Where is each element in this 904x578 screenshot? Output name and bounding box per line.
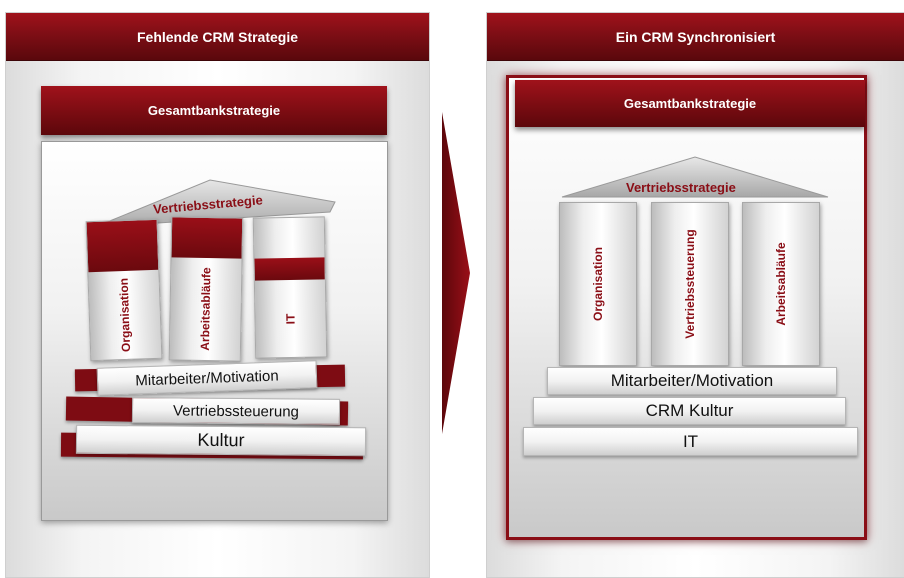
right-pillar-vertriebssteuerung: Vertriebssteuerung	[651, 202, 729, 366]
right-step-mitarbeiter: Mitarbeiter/Motivation	[547, 367, 837, 395]
right-step-it-label: IT	[682, 431, 699, 451]
right-pillar-organisation-label: Organisation	[591, 246, 605, 322]
left-step-vertriebssteuerung: Vertriebssteuerung	[131, 397, 341, 425]
transition-arrow-icon	[442, 112, 470, 434]
left-pillar-organisation: Organisation	[85, 218, 163, 362]
left-pillar-arbeitsablaeufe: Arbeitsabläufe	[168, 216, 244, 362]
right-step-mitarbeiter-label: Mitarbeiter/Motivation	[610, 371, 774, 390]
left-pillar-it-label: IT	[283, 313, 298, 324]
left-step-mitarbeiter-label: Mitarbeiter/Motivation	[135, 367, 279, 389]
right-step-crm-kultur-label: CRM Kultur	[645, 401, 734, 420]
left-pillar-it: IT	[252, 216, 328, 359]
right-roof-label: Vertriebsstrategie	[626, 180, 736, 195]
right-roof	[561, 156, 829, 198]
right-step-crm-kultur: CRM Kultur	[533, 397, 846, 425]
right-gesamtbank-bar: Gesamtbankstrategie	[515, 80, 865, 127]
left-step-kultur: Kultur	[75, 424, 367, 457]
left-panel-header: Fehlende CRM Strategie	[6, 13, 429, 61]
left-gesamtbank-bar: Gesamtbankstrategie	[41, 86, 387, 135]
right-pillar-arbeitsablaeufe: Arbeitsabläufe	[742, 202, 820, 366]
right-pillar-organisation: Organisation	[559, 202, 637, 366]
left-pillar-arbeitsablaeufe-label: Arbeitsabläufe	[197, 267, 214, 351]
left-step-vertriebssteuerung-label: Vertriebssteuerung	[172, 401, 300, 421]
right-pillar-vertriebssteuerung-label: Vertriebssteuerung	[683, 229, 697, 339]
right-pillar-arbeitsablaeufe-label: Arbeitsabläufe	[774, 242, 788, 326]
left-step-kultur-label: Kultur	[197, 429, 245, 451]
right-step-it: IT	[523, 427, 858, 456]
right-panel-header: Ein CRM Synchronisiert	[487, 13, 904, 61]
left-pillar-organisation-label: Organisation	[116, 277, 134, 353]
left-roof	[94, 179, 336, 228]
